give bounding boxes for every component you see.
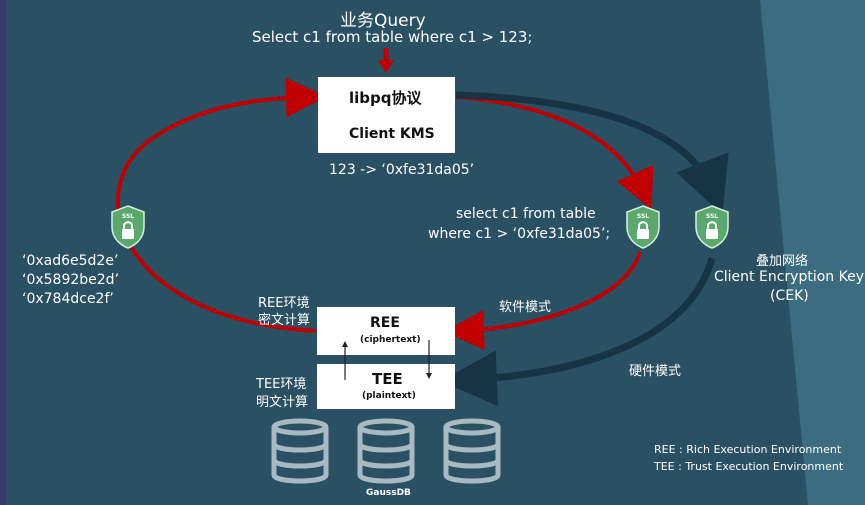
gaussdb-label: GaussDB xyxy=(366,488,411,498)
svg-text:SSL: SSL xyxy=(122,213,134,220)
query-title: 业务Query xyxy=(340,11,426,31)
cipher-value-3: ‘0x784dce2f’ xyxy=(22,291,114,307)
ree-tee-exchange-arrows xyxy=(342,340,432,380)
middle-query-line1: select c1 from table xyxy=(456,206,596,222)
cek-line2: Client Encryption Key xyxy=(714,269,864,285)
software-mode-label: 软件模式 xyxy=(499,300,552,315)
ree-box-subtitle: (ciphertext) xyxy=(360,335,421,345)
dark-arc-top xyxy=(455,91,729,215)
dark-arc-bottom xyxy=(441,257,716,407)
ree-env-label: REE环境 xyxy=(258,296,310,311)
tee-box-subtitle: (plaintext) xyxy=(362,391,416,401)
value-mapping: 123 -> ‘0xfe31da05’ xyxy=(329,162,475,178)
left-red-arc xyxy=(116,77,326,333)
right-side-panel xyxy=(760,0,865,505)
legend-tee: TEE : Trust Execution Environment xyxy=(654,460,844,473)
query-sql: Select c1 from table where c1 > 123; xyxy=(252,28,533,46)
ssl-shield-icon-left: SSL xyxy=(111,205,145,249)
cipher-value-1: ‘0xad6e5d2e’ xyxy=(22,253,119,269)
tee-box xyxy=(317,364,455,409)
tee-env-label: TEE环境 xyxy=(256,377,307,392)
svg-text:SSL: SSL xyxy=(706,213,718,220)
hardware-mode-label: 硬件模式 xyxy=(629,364,682,379)
cipher-value-2: ‘0x5892be2d’ xyxy=(22,272,120,288)
database-icon-1 xyxy=(271,418,329,484)
ree-box-title: REE xyxy=(370,315,400,331)
database-icon-3 xyxy=(443,418,501,484)
cek-line3: (CEK) xyxy=(770,288,809,304)
tee-box-title: TEE xyxy=(372,370,403,388)
database-icon-2 xyxy=(357,418,415,484)
tee-compute-label: 明文计算 xyxy=(256,395,309,410)
ree-compute-label: 密文计算 xyxy=(258,313,311,328)
client-kms-label: Client KMS xyxy=(349,126,435,142)
middle-query-line2: where c1 > ‘0xfe31da05’; xyxy=(428,226,611,242)
right-red-arc-top xyxy=(455,95,654,210)
libpq-box xyxy=(318,77,455,153)
svg-text:SSL: SSL xyxy=(637,213,649,220)
query-down-arrow-head xyxy=(378,60,394,73)
ssl-shield-icon-right: SSL xyxy=(695,205,729,249)
ree-box xyxy=(317,307,455,355)
ssl-shield-icon-middle: SSL xyxy=(626,205,660,249)
cek-line1: 叠加网络 xyxy=(756,254,809,269)
legend-ree: REE : Rich Execution Environment xyxy=(654,443,842,456)
right-red-arc-bottom xyxy=(444,251,642,351)
libpq-title: libpq协议 xyxy=(349,89,422,107)
left-edge-strip xyxy=(0,0,6,505)
